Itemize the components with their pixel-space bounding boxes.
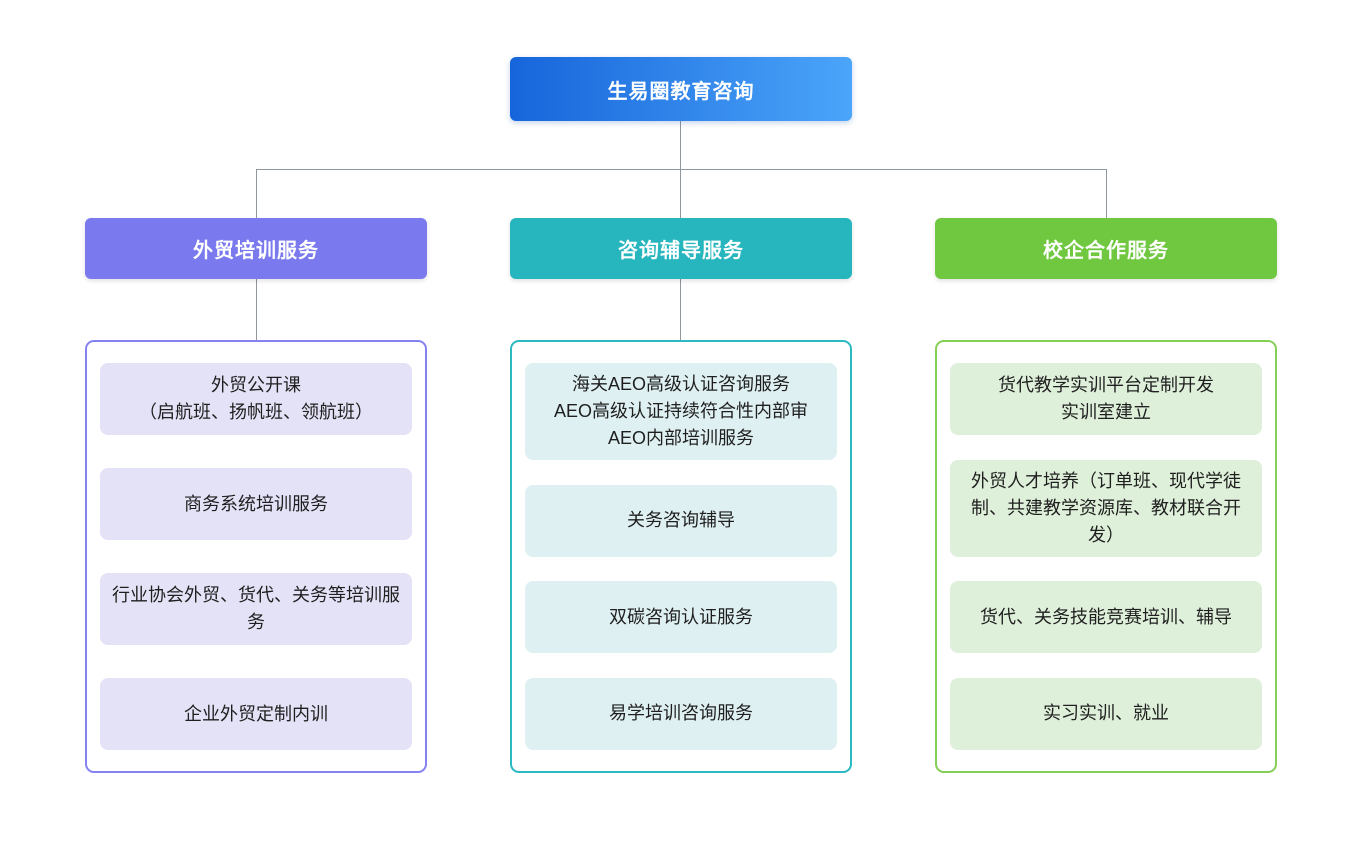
service-item[interactable]: 实习实训、就业 — [950, 677, 1262, 750]
connector-branch2-drop — [680, 169, 681, 218]
service-item[interactable]: 海关AEO高级认证咨询服务 AEO高级认证持续符合性内部审 AEO内部培训服务 — [525, 363, 837, 460]
branch-header-label: 校企合作服务 — [1043, 240, 1169, 262]
connector-branch3-drop — [1106, 169, 1107, 218]
service-item[interactable]: 商务系统培训服务 — [100, 468, 412, 540]
connector-root-drop — [680, 121, 681, 169]
service-item[interactable]: 货代、关务技能竞赛培训、辅导 — [950, 581, 1262, 654]
root-node-label: 生易圈教育咨询 — [607, 80, 755, 103]
branch-header-school-enterprise[interactable]: 校企合作服务 — [935, 218, 1277, 279]
service-item[interactable]: 双碳咨询认证服务 — [525, 581, 837, 654]
service-item[interactable]: 关务咨询辅导 — [525, 484, 837, 557]
service-item[interactable]: 外贸人才培养（订单班、现代学徒制、共建教学资源库、教材联合开发） — [950, 459, 1262, 557]
connector-branch2-container — [680, 279, 681, 340]
service-item[interactable]: 外贸公开课 （启航班、扬帆班、领航班） — [100, 363, 412, 435]
connector-horizontal — [256, 169, 1107, 170]
service-item[interactable]: 企业外贸定制内训 — [100, 678, 412, 750]
branch-header-label: 咨询辅导服务 — [618, 240, 744, 262]
root-node[interactable]: 生易圈教育咨询 — [510, 57, 852, 121]
service-item[interactable]: 易学培训咨询服务 — [525, 677, 837, 750]
branch-container-consulting-coaching: 海关AEO高级认证咨询服务 AEO高级认证持续符合性内部审 AEO内部培训服务 … — [510, 340, 852, 773]
branch-container-school-enterprise: 货代教学实训平台定制开发 实训室建立 外贸人才培养（订单班、现代学徒制、共建教学… — [935, 340, 1277, 773]
service-item[interactable]: 货代教学实训平台定制开发 实训室建立 — [950, 363, 1262, 435]
service-item[interactable]: 行业协会外贸、货代、关务等培训服务 — [100, 573, 412, 645]
connector-branch1-drop — [256, 169, 257, 218]
branch-header-label: 外贸培训服务 — [193, 240, 319, 262]
branch-header-consulting-coaching[interactable]: 咨询辅导服务 — [510, 218, 852, 279]
branch-header-foreign-trade-training[interactable]: 外贸培训服务 — [85, 218, 427, 279]
connector-branch1-container — [256, 279, 257, 340]
branch-container-foreign-trade-training: 外贸公开课 （启航班、扬帆班、领航班） 商务系统培训服务 行业协会外贸、货代、关… — [85, 340, 427, 773]
